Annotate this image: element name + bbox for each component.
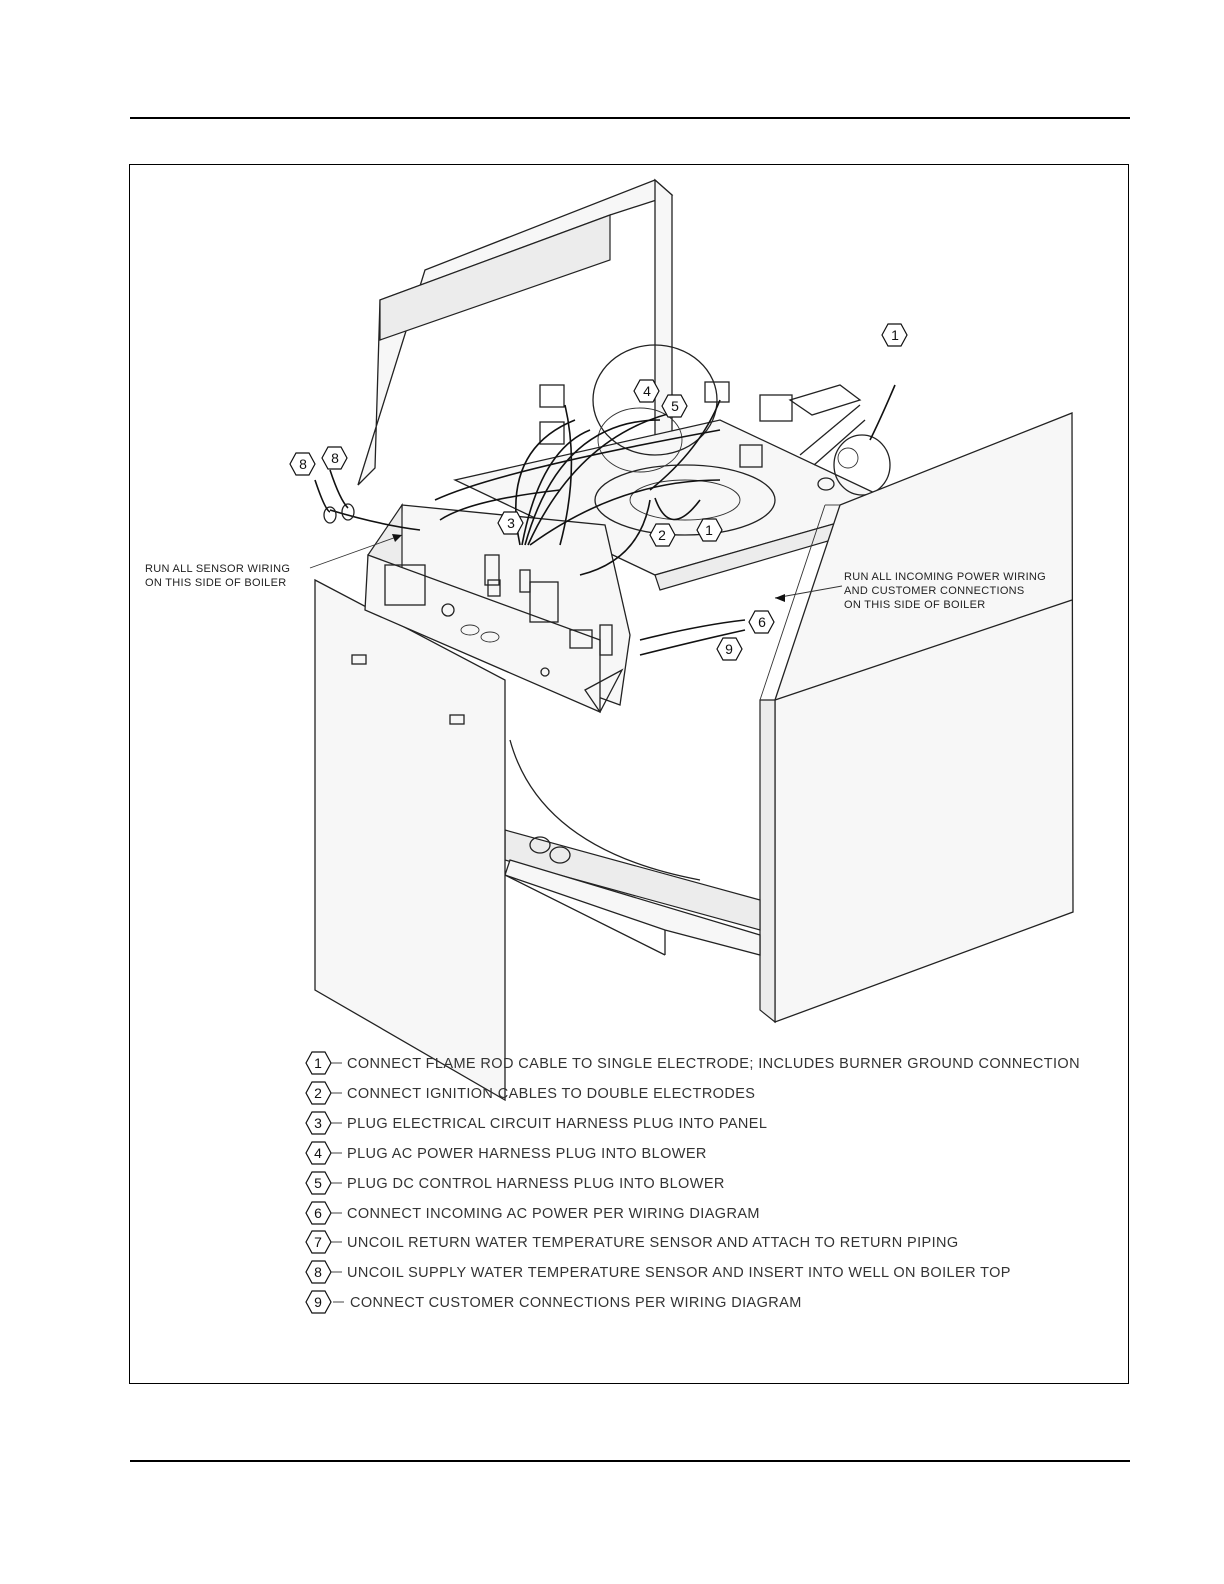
header-rule <box>130 117 1130 119</box>
note-1-text: CONNECT FLAME ROD CABLE TO SINGLE ELECTR… <box>347 1056 1080 1072</box>
hex-label-8-left: 8 <box>289 452 316 476</box>
hex-label-1: 1 <box>696 518 723 542</box>
note-2-number: 2 <box>314 1085 322 1101</box>
note-4-number: 4 <box>314 1145 322 1161</box>
sensor-wiring-callout-line2: ON THIS SIDE OF BOILER <box>145 577 286 589</box>
power-wiring-callout-line2: AND CUSTOMER CONNECTIONS <box>844 585 1025 597</box>
note-6-text: CONNECT INCOMING AC POWER PER WIRING DIA… <box>347 1206 760 1222</box>
hex-label-2: 2 <box>649 523 676 547</box>
hex-label-4: 4 <box>633 379 660 403</box>
right-panel <box>759 412 1074 1024</box>
hex-label-7-text: 8 <box>331 450 339 466</box>
boiler-top <box>453 344 902 591</box>
note-1-number: 1 <box>314 1055 322 1071</box>
note-5-number: 5 <box>314 1175 322 1191</box>
boiler-base <box>504 739 761 956</box>
back-panel <box>357 178 674 486</box>
note-8-number: 8 <box>314 1264 322 1280</box>
hex-label-8-top: 1 <box>881 323 908 347</box>
figure-frame <box>129 164 1129 1384</box>
callout-leaders <box>309 534 843 602</box>
note-5: 5 PLUG DC CONTROL HARNESS PLUG INTO BLOW… <box>305 1171 725 1195</box>
hex-label-5: 5 <box>661 394 688 418</box>
note-8-text: UNCOIL SUPPLY WATER TEMPERATURE SENSOR A… <box>347 1265 1011 1281</box>
note-9-text: CONNECT CUSTOMER CONNECTIONS PER WIRING … <box>350 1295 802 1311</box>
power-wiring-callout-line1: RUN ALL INCOMING POWER WIRING <box>844 571 1046 583</box>
hex-label-3-text: 3 <box>507 515 515 531</box>
note-9: 9 CONNECT CUSTOMER CONNECTIONS PER WIRIN… <box>305 1290 802 1314</box>
note-2: 2 CONNECT IGNITION CABLES TO DOUBLE ELEC… <box>305 1081 755 1105</box>
note-6-number: 6 <box>314 1205 322 1221</box>
notes-list: 1 CONNECT FLAME ROD CABLE TO SINGLE ELEC… <box>305 1051 1080 1314</box>
sensor-wiring-callout-line1: RUN ALL SENSOR WIRING <box>145 563 290 575</box>
note-6: 6 CONNECT INCOMING AC POWER PER WIRING D… <box>305 1201 760 1225</box>
note-3: 3 PLUG ELECTRICAL CIRCUIT HARNESS PLUG I… <box>305 1111 767 1135</box>
note-3-number: 3 <box>314 1115 322 1131</box>
note-8: 8 UNCOIL SUPPLY WATER TEMPERATURE SENSOR… <box>305 1260 1011 1284</box>
power-wiring-callout-line3: ON THIS SIDE OF BOILER <box>844 599 985 611</box>
note-3-text: PLUG ELECTRICAL CIRCUIT HARNESS PLUG INT… <box>347 1116 767 1132</box>
hex-label-3: 3 <box>497 511 524 535</box>
note-9-number: 9 <box>314 1294 322 1310</box>
hex-label-9-text: 9 <box>725 641 733 657</box>
note-7-number: 7 <box>314 1234 322 1250</box>
note-5-text: PLUG DC CONTROL HARNESS PLUG INTO BLOWER <box>347 1176 725 1192</box>
note-4-text: PLUG AC POWER HARNESS PLUG INTO BLOWER <box>347 1146 707 1162</box>
hex-label-5-text: 5 <box>671 398 679 414</box>
hex-label-1-text: 1 <box>705 522 713 538</box>
note-7: 7 UNCOIL RETURN WATER TEMPERATURE SENSOR… <box>305 1230 959 1254</box>
note-2-text: CONNECT IGNITION CABLES TO DOUBLE ELECTR… <box>347 1086 755 1102</box>
hex-label-2-text: 2 <box>658 527 666 543</box>
note-4: 4 PLUG AC POWER HARNESS PLUG INTO BLOWER <box>305 1141 707 1165</box>
footer-rule <box>130 1460 1130 1462</box>
hex-label-4-text: 4 <box>643 383 651 399</box>
hex-label-6-text: 6 <box>758 614 766 630</box>
hex-label-8-top-text: 1 <box>891 327 899 343</box>
note-7-text: UNCOIL RETURN WATER TEMPERATURE SENSOR A… <box>347 1235 959 1251</box>
note-1: 1 CONNECT FLAME ROD CABLE TO SINGLE ELEC… <box>305 1051 1080 1075</box>
hex-label-8-left-text: 8 <box>299 456 307 472</box>
front-door-panel <box>314 578 506 1102</box>
hex-label-9: 9 <box>716 637 743 661</box>
hex-label-7: 8 <box>321 446 348 470</box>
hex-label-6: 6 <box>748 610 775 634</box>
